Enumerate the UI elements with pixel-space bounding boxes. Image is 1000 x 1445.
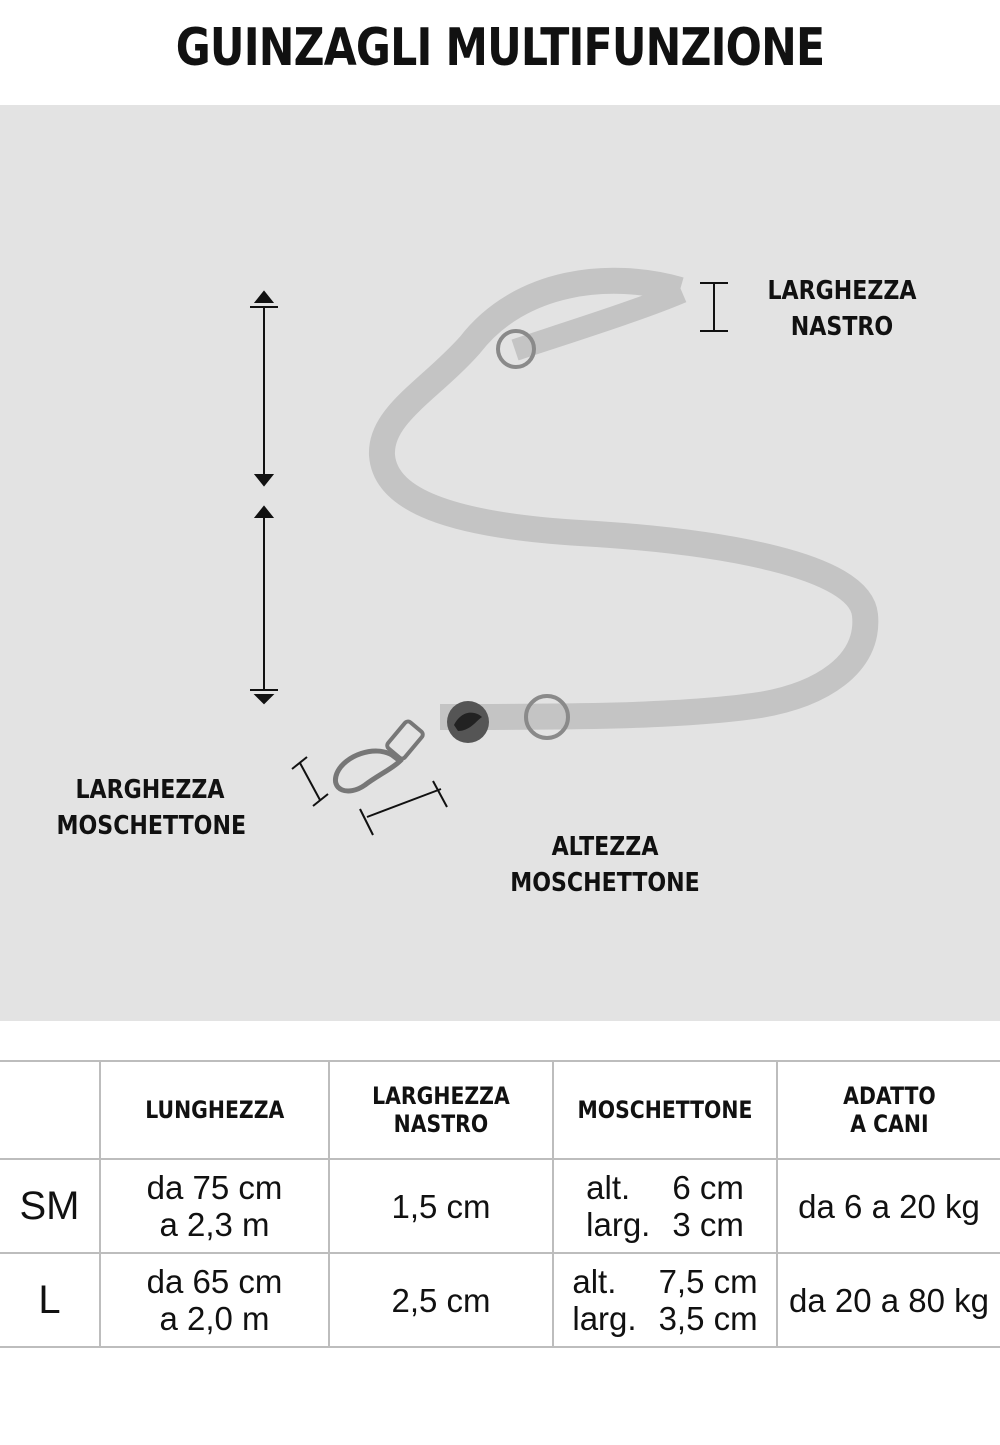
snap-hook <box>333 748 404 794</box>
strap-ring <box>524 694 570 740</box>
strap-width-cell: 1,5 cm <box>328 1158 554 1254</box>
strap-width-marker <box>700 282 728 332</box>
size-cell: SM <box>0 1158 101 1254</box>
clip-width-label: LARGHEZZA MOSCHETTONE <box>56 772 247 844</box>
clip-values: alt. 6 cm larg. 3 cm <box>586 1169 744 1243</box>
length-line: a 2,0 m <box>159 1300 270 1337</box>
leash-diagram: LARGHEZZA NASTRO LARGHEZZA MOSCHETTONE A… <box>0 105 1000 1021</box>
table-row: SM da 75 cm a 2,3 m 1,5 cm alt. 6 cm larg… <box>0 1158 1000 1254</box>
length-line: a 2,3 m <box>159 1206 270 1243</box>
dogs-cell: da 6 a 20 kg <box>776 1158 1000 1254</box>
clip-height-row: alt. 7,5 cm <box>572 1263 757 1300</box>
header-clip: MOSCHETTONE <box>552 1060 778 1160</box>
clip-width-label-line2: MOSCHETTONE <box>56 811 247 841</box>
clip-value: 6 cm <box>672 1169 744 1206</box>
clip-width-row: larg. 3,5 cm <box>572 1300 757 1337</box>
clip-height-row: alt. 6 cm <box>586 1169 744 1206</box>
clip-width-row: larg. 3 cm <box>586 1206 744 1243</box>
header-length: LUNGHEZZA <box>99 1060 330 1160</box>
size-cell: L <box>0 1252 101 1348</box>
clip-values: alt. 7,5 cm larg. 3,5 cm <box>572 1263 757 1337</box>
clip-height-marker <box>359 780 448 836</box>
strap-width-label: LARGHEZZA NASTRO <box>766 273 919 345</box>
length-line: da 65 cm <box>146 1263 283 1300</box>
clip-key: larg. <box>586 1206 651 1243</box>
clip-value: 3 cm <box>672 1206 744 1243</box>
header-size <box>0 1060 101 1160</box>
clip-cell: alt. 6 cm larg. 3 cm <box>552 1158 778 1254</box>
length-cell: da 65 cm a 2,0 m <box>99 1252 330 1348</box>
swivel-connector <box>385 719 425 761</box>
clip-value: 7,5 cm <box>658 1263 758 1300</box>
leash-illustration <box>250 267 879 836</box>
length-dimension-arrow <box>250 290 278 705</box>
strap-width-label-line2: NASTRO <box>790 312 894 342</box>
strap-width-cell: 2,5 cm <box>328 1252 554 1348</box>
length-line: da 75 cm <box>146 1169 283 1206</box>
table-row: L da 65 cm a 2,0 m 2,5 cm alt. 7,5 cm lar… <box>0 1252 1000 1348</box>
clip-key: alt. <box>572 1263 617 1300</box>
length-cell: da 75 cm a 2,3 m <box>99 1158 330 1254</box>
page-title: GUINZAGLI MULTIFUNZIONE <box>175 18 825 78</box>
logo-bird-icon <box>454 712 482 731</box>
clip-width-marker <box>291 756 329 807</box>
strap-width-label-line1: LARGHEZZA <box>767 276 917 306</box>
clip-key: alt. <box>586 1169 631 1206</box>
clip-key: larg. <box>572 1300 637 1337</box>
clip-cell: alt. 7,5 cm larg. 3,5 cm <box>552 1252 778 1348</box>
leash-strap <box>369 267 879 730</box>
dogs-cell: da 20 a 80 kg <box>776 1252 1000 1348</box>
clip-width-label-line1: LARGHEZZA <box>75 775 225 805</box>
handle-ring <box>496 329 536 369</box>
clip-value: 3,5 cm <box>658 1300 758 1337</box>
clip-height-label: ALTEZZA MOSCHETTONE <box>510 832 700 898</box>
